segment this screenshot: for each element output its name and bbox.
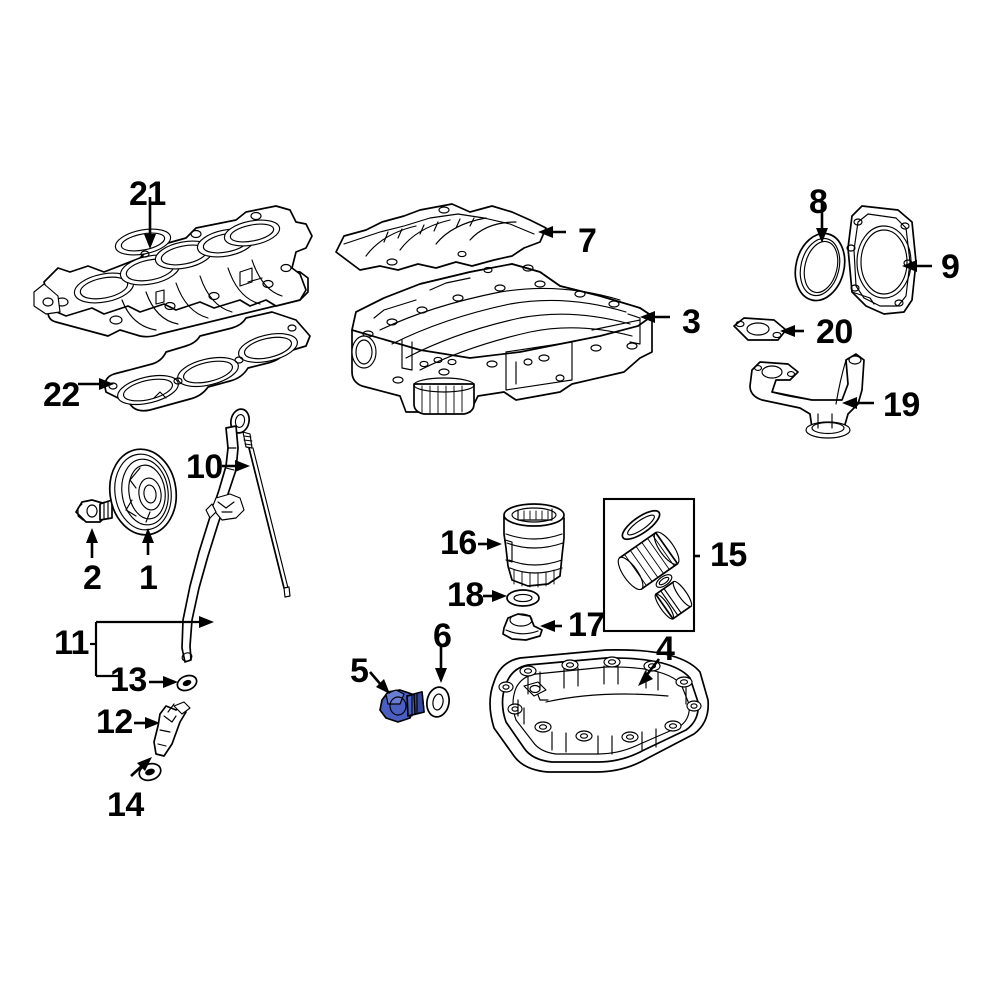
callout-1[interactable]: 1 [139, 559, 158, 597]
callout-22[interactable]: 22 [43, 376, 80, 414]
callout-14[interactable]: 14 [107, 786, 144, 824]
part-oil-filter-drain-plug [502, 613, 543, 641]
callout-12[interactable]: 12 [96, 703, 133, 741]
part-crankshaft-pulley-bolt [75, 499, 113, 523]
callout-17[interactable]: 17 [568, 606, 605, 644]
part-dipstick-tube-o-ring [176, 674, 198, 692]
part-oil-pan-upper [351, 263, 653, 415]
part-oil-drain-plug-highlighted [379, 689, 425, 723]
part-intake-manifold [33, 205, 313, 338]
part-oil-filter-housing-cap [503, 503, 565, 588]
callout-13[interactable]: 13 [110, 661, 147, 699]
callout-6[interactable]: 6 [433, 617, 452, 655]
callout-4[interactable]: 4 [656, 630, 675, 668]
callout-11[interactable]: 11 [54, 624, 89, 662]
part-oil-pan-lower [489, 649, 710, 773]
part-crankshaft-pulley [108, 448, 178, 536]
part-rear-main-seal [794, 232, 846, 302]
callout-8[interactable]: 8 [809, 183, 828, 221]
callout-10[interactable]: 10 [186, 448, 223, 486]
callout-9[interactable]: 9 [941, 248, 960, 286]
part-oil-strainer-gasket [733, 317, 787, 341]
part-oil-filter-union-pipe [153, 701, 191, 757]
callout-20[interactable]: 20 [816, 313, 853, 351]
callout-19[interactable]: 19 [883, 386, 920, 424]
callout-2[interactable]: 2 [83, 559, 102, 597]
part-dipstick-tube-assembly [181, 425, 245, 663]
part-intake-manifold-gasket [104, 311, 311, 412]
callout-5[interactable]: 5 [350, 652, 369, 690]
part-oil-filter-cap-o-ring [506, 589, 540, 607]
leader-lines [78, 197, 932, 777]
callout-3[interactable]: 3 [682, 303, 701, 341]
part-oil-pump-pickup-strainer [749, 353, 865, 439]
callout-7[interactable]: 7 [578, 222, 597, 260]
callout-18[interactable]: 18 [447, 576, 484, 614]
part-oil-baffle-plate [335, 203, 547, 271]
callout-15[interactable]: 15 [710, 536, 747, 574]
part-oil-filter-element-kit [602, 497, 696, 633]
callout-16[interactable]: 16 [440, 524, 477, 562]
callout-21[interactable]: 21 [129, 175, 166, 213]
part-rear-oil-seal-retainer [846, 205, 917, 315]
part-drain-plug-gasket [426, 686, 450, 718]
